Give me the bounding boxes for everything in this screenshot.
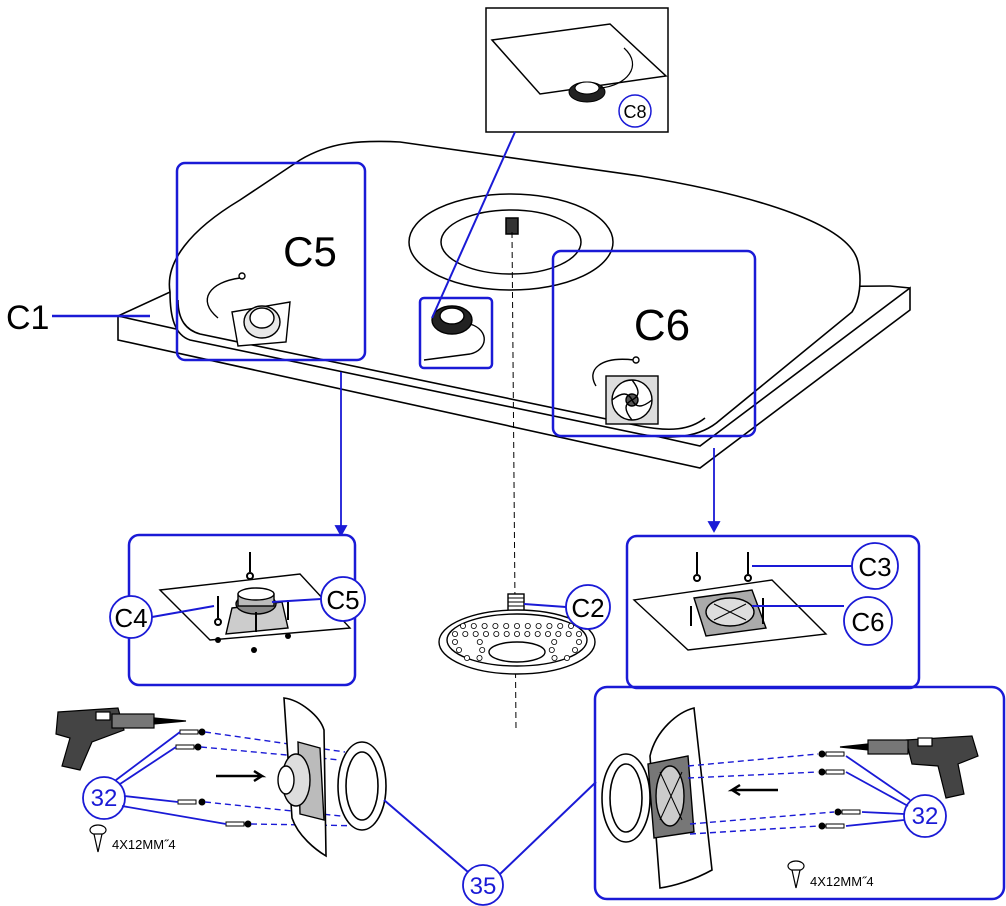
screw-icon-right [787, 860, 805, 889]
callout-c8: C8 [623, 102, 646, 122]
mounting-plate [408, 193, 614, 291]
speaker-on-panel [206, 272, 291, 347]
shower-hole [481, 623, 488, 630]
callout-c6-detail: C6 [851, 607, 884, 637]
fan-icon [693, 589, 767, 637]
shower-hole [451, 639, 458, 646]
callout-c2: C2 [571, 593, 604, 623]
screw-spec-left: 4X12MM˝4 [112, 837, 176, 852]
shower-hole [463, 655, 470, 662]
screws-right [818, 750, 861, 830]
shower-hole [568, 623, 575, 630]
insert-arrow-right [727, 783, 778, 797]
callout-c4: C4 [114, 603, 147, 633]
shower-holes [451, 623, 583, 662]
shower-hole [576, 631, 583, 638]
shower-hole [551, 655, 558, 662]
shower-hole [451, 631, 458, 638]
drill-icon-right [839, 735, 979, 799]
shower-hole [524, 631, 531, 638]
callout-35-circle [462, 864, 504, 906]
insert-arrow-left [216, 769, 267, 783]
shower-hole [503, 631, 510, 638]
shower-hole [557, 623, 564, 630]
shower-hole [565, 631, 572, 638]
grille-ring-right [601, 753, 651, 843]
shower-hole [546, 623, 553, 630]
ceiling-panel [117, 140, 911, 469]
c8-inset: C8 [485, 7, 669, 133]
screw-icon [89, 824, 107, 853]
leaders-35 [383, 781, 597, 875]
fan-unit-right [647, 755, 695, 839]
shower-hole [503, 623, 510, 630]
c2-leader [523, 603, 567, 608]
fan-assembly-box [593, 685, 1006, 901]
callout-c5-large: C5 [283, 228, 337, 275]
shower-hole [482, 631, 489, 638]
callout-c1: C1 [6, 299, 49, 337]
shower-hole [470, 623, 477, 630]
shower-hole [462, 631, 469, 638]
callout-c6-large: C6 [634, 301, 690, 350]
shower-hole [555, 631, 562, 638]
shower-hole [514, 631, 521, 638]
grille-ring-left [337, 741, 387, 831]
callout-c5-detail: C5 [326, 585, 359, 615]
leaders-32-left [115, 731, 227, 825]
guide-lines-left [200, 731, 371, 827]
speaker-unit-left [277, 741, 325, 821]
shower-hole [576, 639, 583, 646]
shower-hole [545, 631, 552, 638]
shower-hole [455, 647, 462, 654]
shower-hole [476, 639, 483, 646]
sensor-on-panel [423, 305, 485, 361]
c5-leader [271, 598, 322, 603]
shower-hole [514, 623, 521, 630]
shower-hole [534, 631, 541, 638]
shower-hole [524, 623, 531, 630]
callout-32-left-circle [82, 776, 126, 820]
callout-32-left: 32 [91, 785, 118, 812]
c8-highlight-box [418, 296, 494, 370]
c5-highlight-box [175, 161, 367, 362]
shower-hole [551, 639, 558, 646]
screw-spec-right: 4X12MM˝4 [810, 874, 874, 889]
shower-hole [493, 631, 500, 638]
c6-highlight-box [551, 249, 757, 438]
guide-lines-right [687, 753, 835, 835]
callout-35: 35 [470, 873, 497, 900]
shower-hole [476, 655, 483, 662]
shower-hole [572, 647, 579, 654]
shower-hole [535, 623, 542, 630]
speaker-icon [225, 587, 289, 635]
speaker-detail-box [127, 533, 357, 687]
callout-c3: C3 [858, 552, 891, 582]
callout-32-right: 32 [912, 803, 939, 830]
shower-hole [472, 631, 479, 638]
shower-hole [548, 647, 555, 654]
shower-hole [479, 647, 486, 654]
shower-hole [564, 655, 571, 662]
shower-hole [492, 623, 499, 630]
c4-leader [151, 605, 215, 618]
callout-c6-circle [843, 596, 893, 646]
c8-leader [431, 131, 516, 319]
leaders-32-right [845, 755, 911, 827]
screws-left [175, 728, 252, 828]
shower-hole [459, 623, 466, 630]
drill-icon [55, 707, 187, 771]
down-arrows [334, 372, 721, 537]
fan-on-panel [592, 356, 659, 425]
callout-32-right-circle [903, 794, 947, 838]
fan-detail-box [625, 534, 921, 690]
